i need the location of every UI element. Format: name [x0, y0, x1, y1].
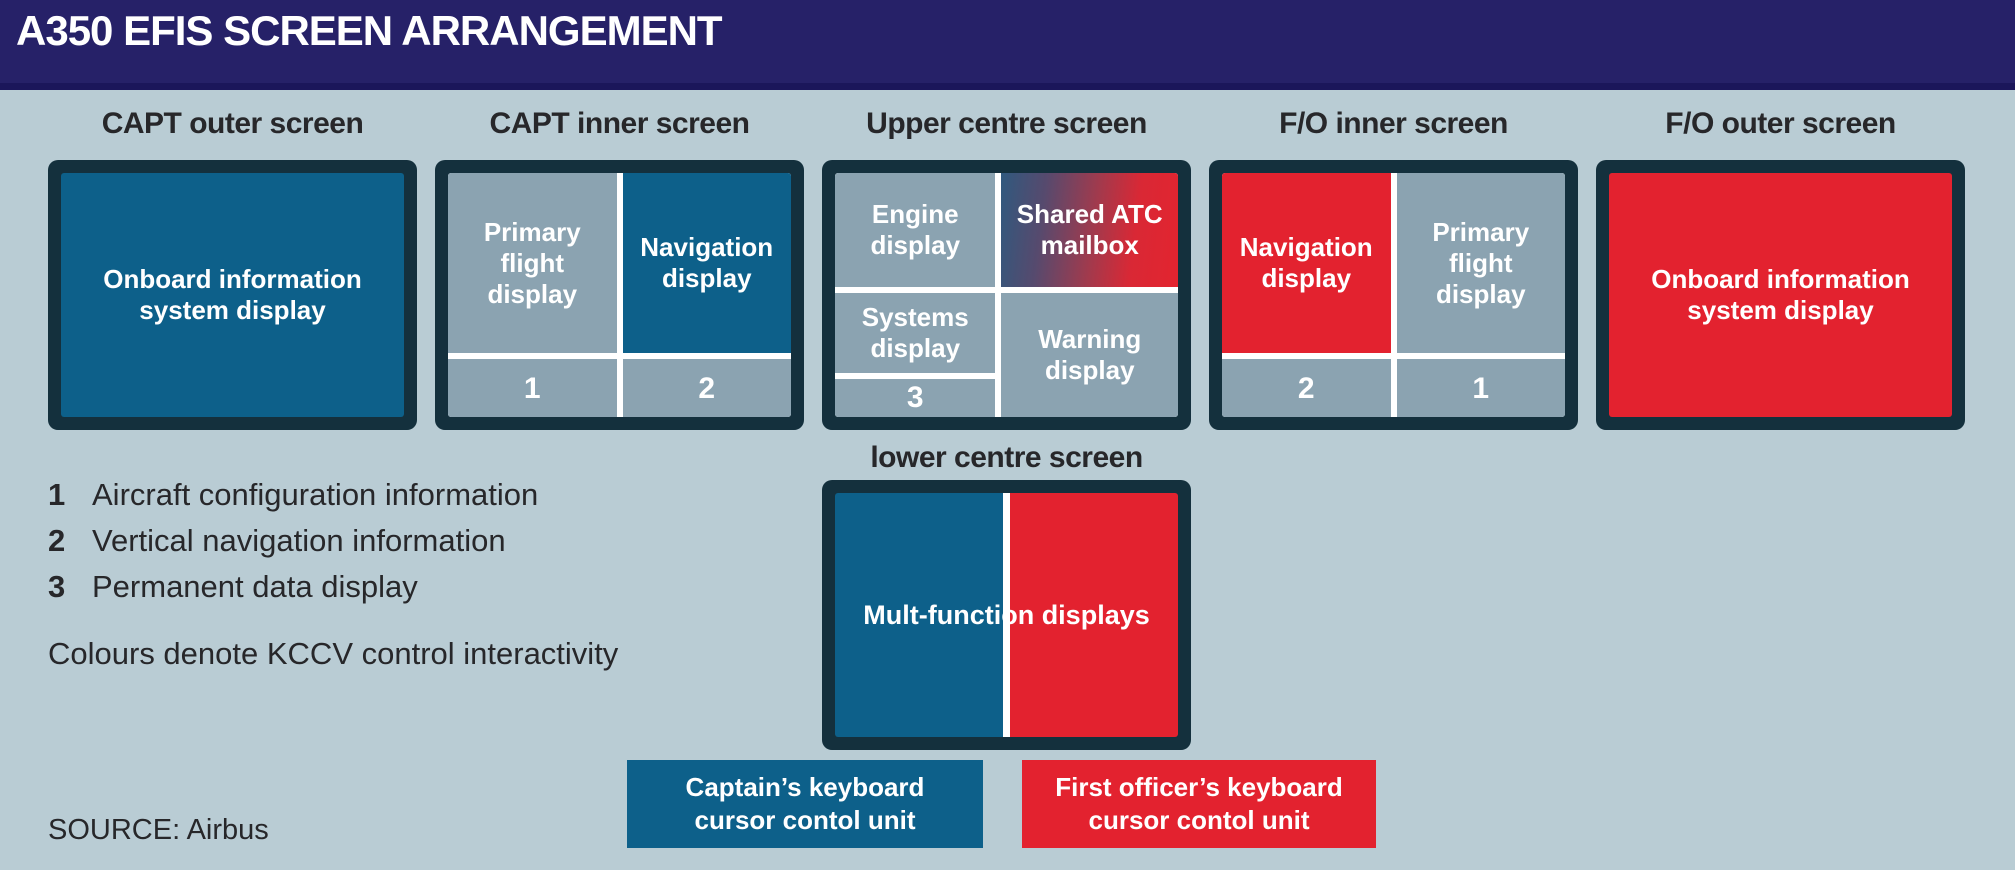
screen-title-fo-inner: F/O inner screen — [1279, 107, 1508, 140]
fo-num-1-cell: 1 — [1396, 359, 1565, 417]
fo-outer-display: Onboard information system display — [1609, 173, 1952, 417]
systems-display-cell: Systems display — [835, 292, 996, 373]
upper-centre-grid: Engine display Shared ATC mailbox System… — [835, 173, 1178, 417]
header-bar: A350 EFIS SCREEN ARRANGEMENT — [0, 0, 2015, 90]
screen-fo-inner: F/O inner screen Navigation display Prim… — [1209, 106, 1578, 430]
fo-outer-panel: Onboard information system display — [1596, 160, 1965, 430]
screen-title-upper-centre: Upper centre screen — [866, 107, 1147, 140]
capt-nd-cell: Navigation display — [622, 173, 791, 353]
legend-text-2: Vertical navigation information — [92, 523, 506, 558]
mfd-halves — [835, 493, 1178, 737]
legend-text-1: Aircraft configuration information — [92, 477, 539, 512]
capt-outer-display: Onboard information system display — [61, 173, 404, 417]
fo-inner-grid: Navigation display Primary flight displa… — [1222, 173, 1565, 417]
fo-outer-label: Onboard information system display — [1651, 264, 1910, 325]
screen-title-lower-centre: lower centre screen — [870, 441, 1143, 474]
first-officer-kccu-line2: cursor contol unit — [1088, 805, 1310, 835]
mfd-label: Mult-function displays — [863, 599, 1150, 630]
screen-title-fo-outer: F/O outer screen — [1665, 107, 1896, 140]
mfd-captain-half — [835, 493, 1003, 737]
fo-num-2-cell: 2 — [1222, 359, 1391, 417]
legend-num-2: 2 — [48, 523, 66, 558]
capt-outer-panel: Onboard information system display — [48, 160, 417, 430]
screen-lower-centre: lower centre screen Mult-function displa… — [822, 441, 1191, 750]
capt-num-1-cell: 1 — [448, 359, 617, 417]
screen-capt-inner: CAPT inner screen Primary flight display… — [435, 106, 804, 430]
multi-function-displays: Mult-function displays — [835, 493, 1178, 737]
screen-title-capt-outer: CAPT outer screen — [101, 107, 364, 140]
legend-text-3: Permanent data display — [92, 569, 418, 604]
page-title: A350 EFIS SCREEN ARRANGEMENT — [16, 7, 723, 54]
engine-display-cell: Engine display — [835, 173, 996, 287]
legend-num-1: 1 — [48, 477, 66, 512]
capt-inner-panel: Primary flight display Navigation displa… — [435, 160, 804, 430]
num-3-cell: 3 — [835, 378, 996, 417]
fo-nd-cell: Navigation display — [1222, 173, 1391, 353]
captain-kccu-box: Captain’s keyboard cursor contol unit — [627, 760, 983, 848]
mfd-divider — [1003, 493, 1010, 737]
lower-centre-panel: Mult-function displays — [822, 480, 1191, 750]
legend-item-2: 2 Vertical navigation information — [48, 518, 618, 564]
screen-upper-centre: Upper centre screen Engine display Share… — [822, 106, 1191, 430]
legend: 1 Aircraft configuration information 2 Ver… — [48, 472, 618, 674]
screen-fo-outer: F/O outer screen Onboard information sys… — [1596, 106, 1965, 430]
legend-item-3: 3 Permanent data display — [48, 564, 618, 610]
capt-pfd-cell: Primary flight display — [448, 173, 617, 353]
fo-inner-panel: Navigation display Primary flight displa… — [1209, 160, 1578, 430]
mfd-first-officer-half — [1010, 493, 1178, 737]
legend-note: Colours denote KCCV control interactivit… — [48, 636, 619, 671]
captain-kccu-line1: Captain’s keyboard — [685, 772, 925, 802]
captain-kccu-line2: cursor contol unit — [694, 805, 916, 835]
source-credit: SOURCE: Airbus — [48, 814, 269, 846]
warning-display-cell: Warning display — [1001, 292, 1178, 417]
screen-capt-outer: CAPT outer screen Onboard information sy… — [48, 106, 417, 430]
first-officer-kccu-line1: First officer’s keyboard — [1055, 772, 1343, 802]
shared-atc-mailbox-cell: Shared ATC mailbox — [1001, 173, 1178, 287]
legend-item-1: 1 Aircraft configuration information — [48, 472, 618, 518]
legend-num-3: 3 — [48, 569, 66, 604]
capt-num-2-cell: 2 — [622, 359, 791, 417]
fo-pfd-cell: Primary flight display — [1396, 173, 1565, 353]
capt-outer-label: Onboard information system display — [103, 264, 362, 325]
first-officer-kccu-box: First officer’s keyboard cursor contol u… — [1022, 760, 1376, 848]
upper-centre-panel: Engine display Shared ATC mailbox System… — [822, 160, 1191, 430]
capt-inner-grid: Primary flight display Navigation displa… — [448, 173, 791, 417]
screen-title-capt-inner: CAPT inner screen — [489, 107, 750, 140]
